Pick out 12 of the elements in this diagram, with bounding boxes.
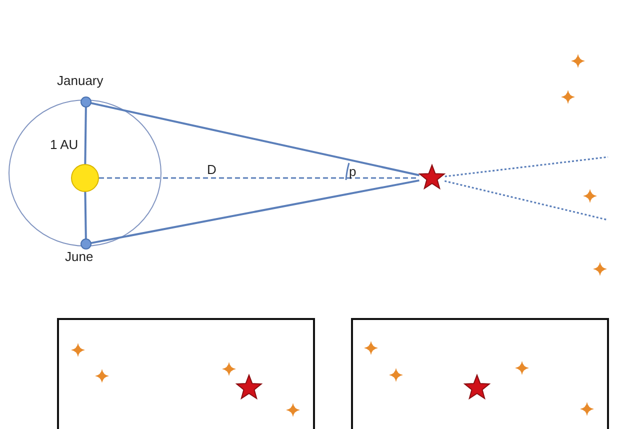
edge-label: D (206, 162, 218, 177)
line (90, 102, 420, 176)
angle-label: p (349, 164, 356, 179)
line (90, 179, 420, 244)
line (84, 192, 87, 240)
month-label: January (57, 73, 104, 88)
month-label: June (65, 249, 94, 264)
edge-label: 1 AU (49, 137, 80, 152)
dashed-line (444, 180, 608, 221)
dashed-line (444, 156, 608, 178)
dashed-line (99, 177, 419, 179)
line (84, 106, 87, 164)
